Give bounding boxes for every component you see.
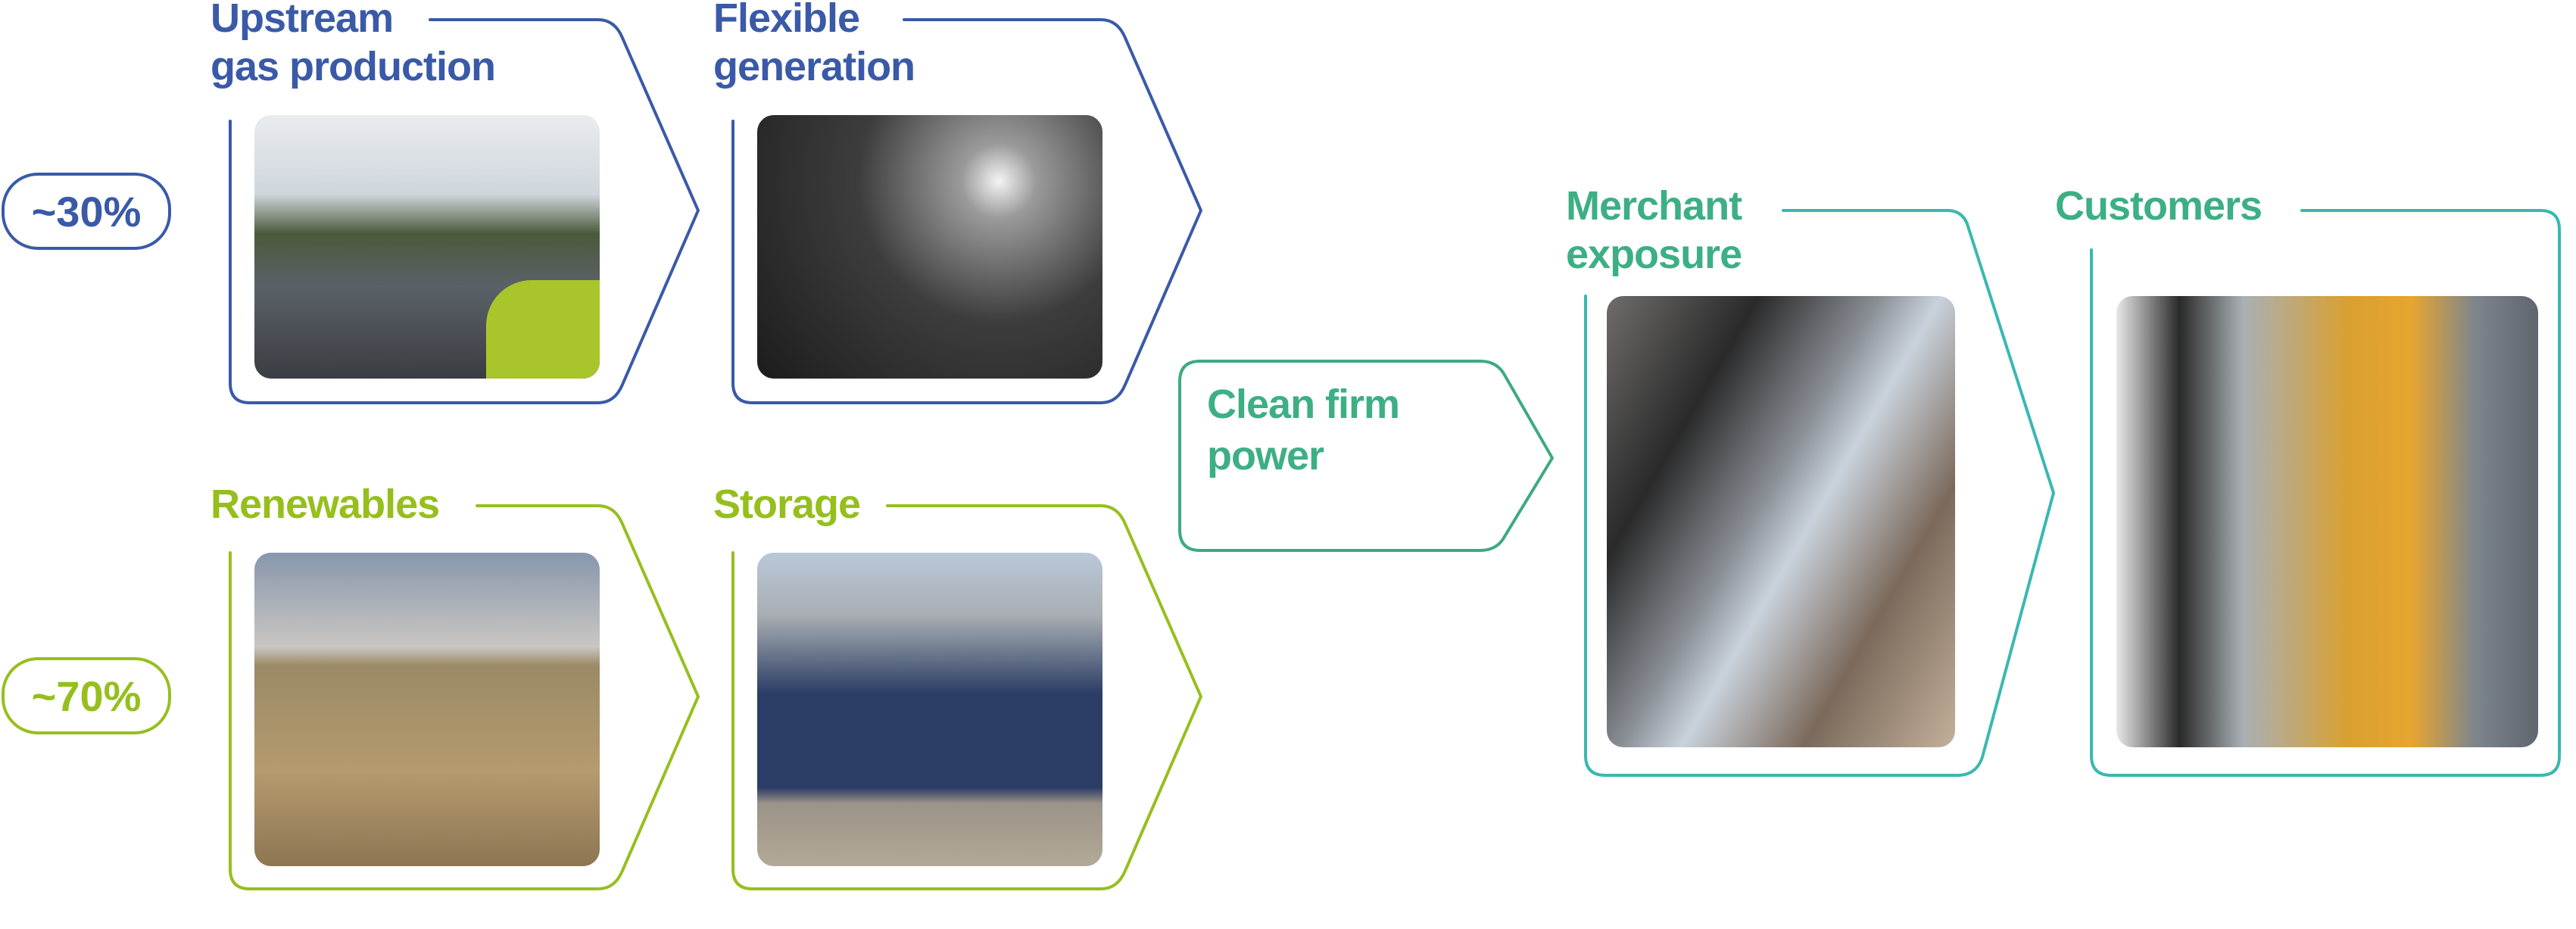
clean-firm-power-title: Clean firm power xyxy=(1207,379,1400,482)
renewables-frame xyxy=(229,504,700,890)
clean-title-line2: power xyxy=(1207,433,1324,479)
trading-desk-photo xyxy=(1607,296,1955,747)
merchant-title: Merchant exposure xyxy=(1566,182,1742,279)
gas-share-badge: ~30% xyxy=(2,173,171,250)
storage-frame xyxy=(731,504,1202,890)
upstream-frame xyxy=(229,18,700,404)
merchant-title-line2: exposure xyxy=(1566,232,1742,277)
upstream-title-line1: Upstream xyxy=(211,0,394,41)
clean-title-line1: Clean firm xyxy=(1207,382,1400,427)
clean-firm-power-frame xyxy=(1178,360,1554,552)
merchant-title-line1: Merchant xyxy=(1566,183,1742,229)
merchant-frame xyxy=(1584,209,2055,777)
storage-site-photo xyxy=(757,553,1102,866)
storage-title: Storage xyxy=(713,482,861,527)
customers-frame xyxy=(2090,209,2561,777)
renewables-title: Renewables xyxy=(211,482,440,527)
upstream-title: Upstream gas production xyxy=(211,0,496,91)
flexible-frame xyxy=(731,18,1202,404)
customers-title: Customers xyxy=(2055,183,2263,229)
renewables-share-badge: ~70% xyxy=(2,657,171,734)
flexible-title: Flexible generation xyxy=(713,0,915,91)
wind-turbines-photo xyxy=(254,553,600,866)
ev-charging-photo xyxy=(2116,296,2538,747)
flexible-title-line1: Flexible xyxy=(713,0,860,41)
upstream-gas-photo xyxy=(254,115,600,379)
flexible-title-line2: generation xyxy=(713,44,915,89)
upstream-title-line2: gas production xyxy=(211,44,496,89)
flexible-generation-photo xyxy=(757,115,1102,379)
